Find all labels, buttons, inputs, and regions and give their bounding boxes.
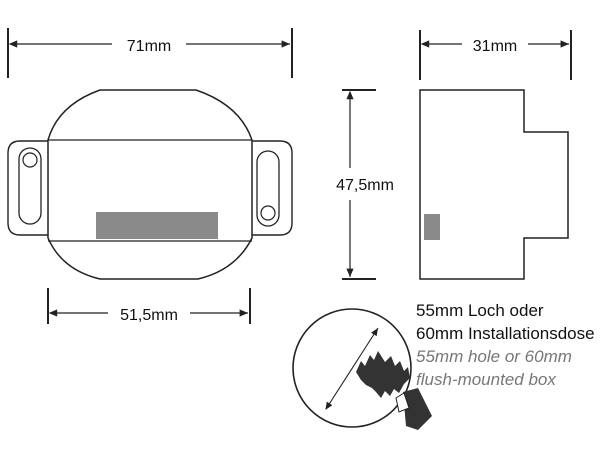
bottom-width-label: 51,5mm — [120, 307, 178, 324]
installation-hole-detail — [292, 308, 432, 430]
note-de-line2: 60mm Installationsdose — [416, 324, 595, 343]
installation-notes: 55mm Loch oder 60mm Installationsdose 55… — [416, 301, 595, 389]
wall-plug-icon — [356, 351, 410, 398]
dimension-height: 47,5mm — [336, 89, 394, 280]
top-width-label: 71mm — [127, 38, 171, 55]
note-en-line1: 55mm hole or 60mm — [416, 347, 572, 366]
dimension-bottom-width: 51,5mm — [47, 288, 251, 324]
left-slot — [18, 147, 42, 225]
note-en-line2: flush-mounted box — [416, 370, 556, 389]
right-slot — [256, 150, 280, 227]
plug-tail-icon — [403, 388, 432, 430]
device-body — [47, 89, 253, 280]
side-grey-label — [424, 214, 440, 240]
hole-diameter-line — [325, 327, 379, 410]
grey-label-area — [96, 212, 218, 239]
note-de-line1: 55mm Loch oder — [416, 301, 544, 320]
dimension-side-depth: 31mm — [419, 30, 572, 80]
height-label: 47,5mm — [336, 177, 394, 194]
side-depth-label: 31mm — [473, 38, 517, 55]
side-body-outline — [419, 89, 569, 280]
device-front-view — [7, 89, 293, 280]
device-side-view — [419, 89, 569, 280]
dimension-top-width: 71mm — [7, 28, 293, 78]
